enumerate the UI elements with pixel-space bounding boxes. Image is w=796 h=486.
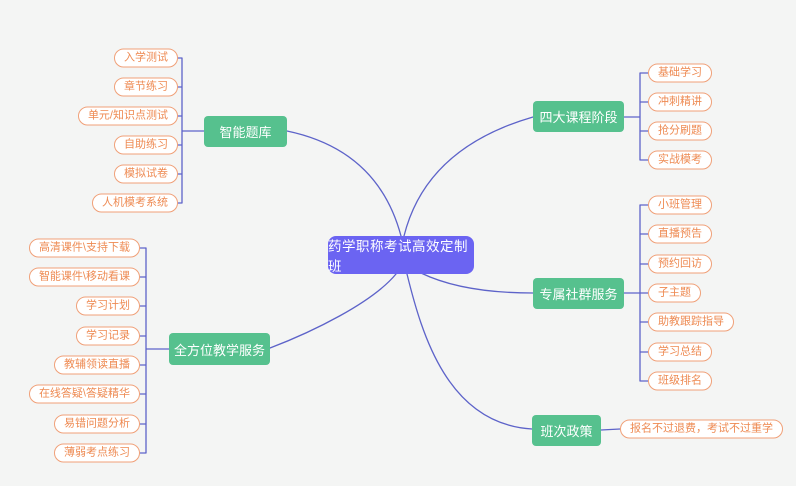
- leaf-node[interactable]: 人机模考系统: [92, 193, 178, 213]
- edge-root-to-course-stages: [403, 116, 534, 237]
- edge-root-to-teaching: [269, 273, 397, 349]
- leaf-node[interactable]: 单元/知识点测试: [77, 106, 178, 126]
- leaf-node[interactable]: 抢分刷题: [648, 121, 712, 141]
- branch-node-community-services[interactable]: 专属社群服务: [533, 278, 624, 309]
- branch-node-class-policy[interactable]: 班次政策: [532, 415, 601, 446]
- leaf-node[interactable]: 易错问题分析: [54, 414, 140, 434]
- branch-node-teaching-services[interactable]: 全方位教学服务: [169, 333, 270, 365]
- leaf-node[interactable]: 入学测试: [114, 48, 178, 68]
- leaf-node[interactable]: 助教跟踪指导: [648, 312, 734, 332]
- leaf-node[interactable]: 实战模考: [648, 150, 712, 170]
- leaf-node[interactable]: 高清课件\支持下载: [28, 238, 140, 258]
- leaf-node[interactable]: 在线答疑\答疑精华: [28, 384, 140, 404]
- leaf-node[interactable]: 预约回访: [648, 254, 712, 274]
- edge-root-to-policy: [406, 273, 533, 430]
- edge-root-to-question-bank: [286, 130, 402, 237]
- leaf-node[interactable]: 班级排名: [648, 371, 712, 391]
- leaf-node[interactable]: 学习记录: [76, 326, 140, 346]
- leaf-node[interactable]: 学习计划: [76, 296, 140, 316]
- edge-bus-community: [623, 204, 649, 382]
- leaf-node[interactable]: 模拟试卷: [114, 164, 178, 184]
- edge-bus-course-stages: [623, 72, 649, 161]
- leaf-node[interactable]: 直播预告: [648, 224, 712, 244]
- leaf-node[interactable]: 报名不过退费，考试不过重学: [620, 419, 783, 439]
- leaf-node[interactable]: 基础学习: [648, 63, 712, 83]
- leaf-node[interactable]: 小班管理: [648, 195, 712, 215]
- branch-node-question-bank[interactable]: 智能题库: [204, 116, 287, 147]
- leaf-node[interactable]: 自助练习: [114, 135, 178, 155]
- branch-node-course-stages[interactable]: 四大课程阶段: [533, 101, 624, 132]
- edge-bus-policy: [600, 428, 621, 431]
- edge-bus-teaching: [139, 247, 170, 454]
- root-node[interactable]: 药学职称考试高效定制班: [328, 236, 474, 274]
- edge-bus-question-bank: [177, 57, 205, 204]
- leaf-node[interactable]: 冲刺精讲: [648, 92, 712, 112]
- leaf-node[interactable]: 章节练习: [114, 77, 178, 97]
- leaf-node[interactable]: 智能课件\移动看课: [28, 267, 140, 287]
- leaf-node[interactable]: 学习总结: [648, 342, 712, 362]
- leaf-node[interactable]: 教辅领读直播: [54, 355, 140, 375]
- edge-root-to-community: [420, 272, 534, 294]
- leaf-node[interactable]: 子主题: [648, 283, 701, 303]
- leaf-node[interactable]: 薄弱考点练习: [54, 443, 140, 463]
